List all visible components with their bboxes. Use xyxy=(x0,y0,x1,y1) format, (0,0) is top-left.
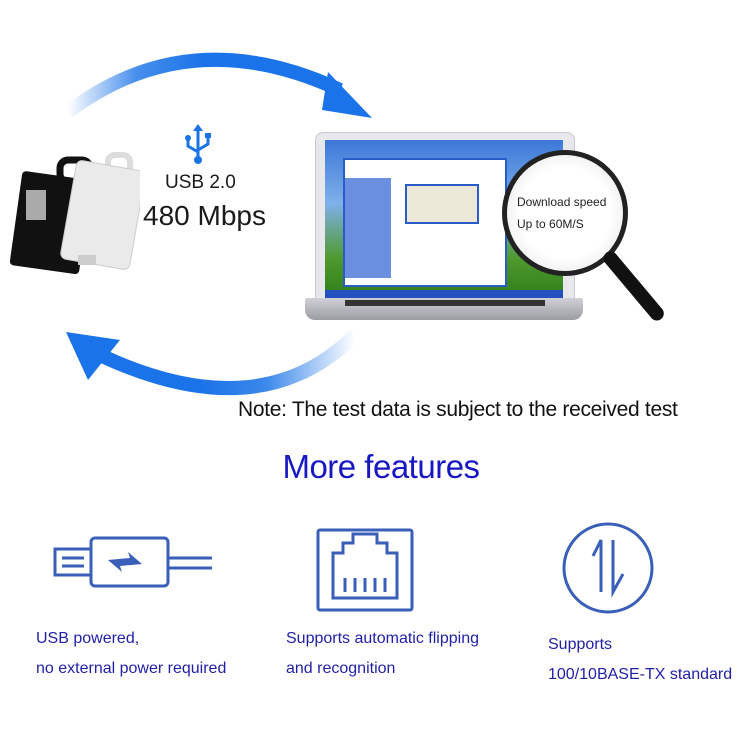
feature-2-line-1: Supports automatic flipping xyxy=(286,630,479,647)
up-down-arrows-icon xyxy=(562,522,654,614)
feature-3-line-2: 100/10BASE-TX standard xyxy=(548,666,733,683)
rj45-port-icon xyxy=(316,528,414,612)
magnifier-callout: Download speed Up to 60M/S xyxy=(502,150,628,276)
usb-version-label: USB 2.0 xyxy=(165,172,236,193)
usb-power-icon xyxy=(53,536,212,588)
usb-trident-icon xyxy=(185,124,211,164)
usb-adapter-image xyxy=(10,152,140,275)
feature-2-line-2: and recognition xyxy=(286,660,396,677)
usb-speed-label: 480 Mbps xyxy=(143,200,266,231)
feature-1-line-2: no external power required xyxy=(36,660,227,677)
test-note: Note: The test data is subject to the re… xyxy=(238,398,678,421)
transfer-arrow-top-icon xyxy=(63,52,372,396)
magnifier-line-2: Up to 60M/S xyxy=(517,217,584,231)
magnifier-line-1: Download speed xyxy=(517,195,607,209)
feature-3-line-1: Supports xyxy=(548,636,613,653)
feature-1-line-1: USB powered, xyxy=(36,630,140,647)
features-title: More features xyxy=(282,448,480,485)
